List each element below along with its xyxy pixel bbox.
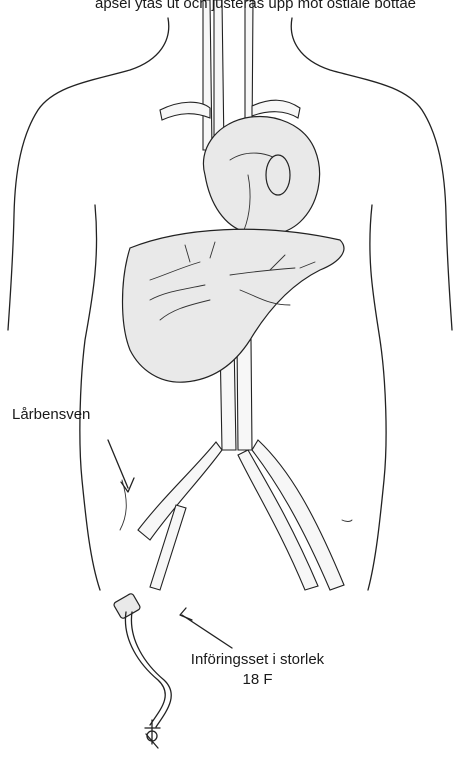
sheath-arrow-line: [182, 615, 232, 648]
femoral-vein-label: Lårbensven: [12, 405, 90, 425]
femoral-arrow-line: [108, 440, 128, 488]
femoral-arrow-head: [121, 478, 134, 492]
introducer-sheath-label-line2: 18 F: [170, 670, 345, 690]
top-caption: apsel ytas ut och justeras upp mot ostia…: [95, 0, 385, 14]
introducer-sheath: [113, 505, 186, 748]
liver: [123, 229, 344, 382]
heart: [203, 117, 319, 236]
sheath-arrow-head: [180, 608, 192, 620]
introducer-sheath-label-line1: Införingsset i storlek: [170, 650, 345, 670]
introducer-sheath-label: Införingsset i storlek 18 F: [170, 650, 345, 690]
